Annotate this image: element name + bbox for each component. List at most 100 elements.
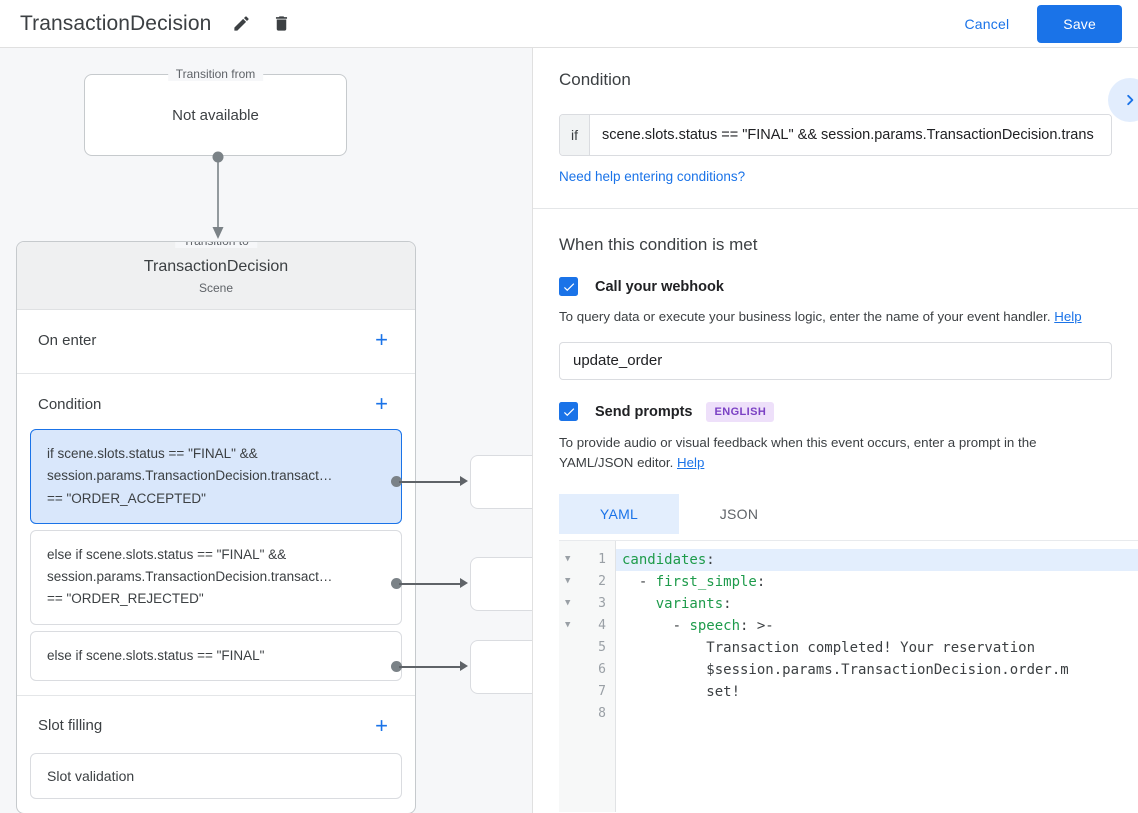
- page-title: TransactionDecision: [20, 11, 212, 35]
- target-stub-1[interactable]: [470, 557, 532, 611]
- editor-code-area[interactable]: candidates: - first_simple: variants: - …: [616, 541, 1138, 812]
- fold-toggle-icon[interactable]: ▼: [565, 598, 571, 609]
- add-condition-button[interactable]: +: [375, 391, 388, 416]
- prompts-helper-prefix: To provide audio or visual feedback when…: [559, 434, 1037, 471]
- condition-edge-2: [399, 666, 462, 668]
- editor-line-number: 1: [598, 552, 606, 568]
- trash-icon: [275, 16, 287, 31]
- editor-code-line[interactable]: [616, 703, 1138, 725]
- webhook-help-link[interactable]: Help: [1054, 309, 1082, 324]
- editor-format-tabs: YAML JSON: [559, 493, 1112, 534]
- slot-validation-item[interactable]: Slot validation: [30, 752, 402, 799]
- chevron-right-icon: [1127, 94, 1134, 106]
- editor-code-line[interactable]: set!: [616, 681, 1138, 703]
- editor-code-line[interactable]: - first_simple:: [616, 571, 1138, 593]
- expand-panel-button[interactable]: [1108, 78, 1138, 122]
- target-stub-0[interactable]: [470, 455, 532, 509]
- scene-graph-canvas[interactable]: Transition from Not available Transition…: [0, 48, 532, 813]
- top-app-bar: TransactionDecision Cancel Save: [0, 0, 1138, 48]
- webhook-helper-text: To query data or execute your business l…: [559, 307, 1112, 328]
- checkmark-icon: [563, 282, 574, 291]
- editor-code-line[interactable]: variants:: [616, 593, 1138, 615]
- condition-edge-0: [399, 481, 462, 483]
- section-condition: Condition + if scene.slots.status == "FI…: [17, 374, 415, 696]
- code-yaml-rest: :: [756, 573, 766, 590]
- call-webhook-label: Call your webhook: [595, 278, 724, 295]
- editor-code-line[interactable]: candidates:: [616, 548, 1138, 571]
- tab-yaml[interactable]: YAML: [559, 493, 679, 534]
- code-indent: -: [622, 573, 656, 590]
- add-slot-filling-button[interactable]: +: [375, 712, 388, 738]
- editor-gutter-row: 6: [559, 659, 615, 681]
- call-webhook-checkbox[interactable]: [559, 277, 578, 296]
- editor-code-line[interactable]: Transaction completed! Your reservation: [616, 637, 1138, 659]
- code-yaml-key: speech: [689, 617, 741, 634]
- section-title-slot-filling: Slot filling: [38, 717, 103, 735]
- fold-toggle-icon[interactable]: ▼: [565, 554, 571, 565]
- condition-edge-head-0: [460, 476, 468, 486]
- fold-toggle-icon[interactable]: ▼: [565, 620, 571, 631]
- call-webhook-row[interactable]: Call your webhook: [559, 277, 1112, 296]
- section-title-condition: Condition: [38, 395, 102, 413]
- editor-line-number: 6: [598, 662, 606, 678]
- code-yaml-key: variants: [655, 595, 724, 612]
- condition-node-dot-1: [391, 578, 402, 589]
- need-help-conditions-link[interactable]: Need help entering conditions?: [559, 169, 746, 184]
- section-slot-filling: Slot filling + Slot validation: [17, 696, 415, 813]
- editor-line-number: 7: [598, 684, 606, 700]
- panel-divider: [533, 208, 1138, 209]
- condition-input-group[interactable]: if: [559, 114, 1112, 156]
- tab-json[interactable]: JSON: [719, 505, 759, 522]
- editor-line-number: 4: [598, 618, 606, 634]
- section-title-on-enter: On enter: [38, 331, 97, 349]
- condition-edge-1: [399, 583, 462, 585]
- code-yaml-key: first_simple: [655, 573, 757, 590]
- add-on-enter-button[interactable]: +: [375, 327, 388, 352]
- transition-from-box: Transition from Not available: [84, 67, 347, 156]
- section-on-enter: On enter +: [17, 310, 415, 374]
- condition-item-1[interactable]: else if scene.slots.status == "FINAL" &&…: [30, 529, 402, 625]
- when-condition-met-title: When this condition is met: [559, 235, 758, 254]
- scene-card: Transition to TransactionDecision Scene …: [16, 241, 416, 813]
- send-prompts-checkbox[interactable]: [559, 402, 578, 422]
- prompts-help-link[interactable]: Help: [677, 455, 705, 471]
- condition-input[interactable]: [590, 115, 1111, 155]
- webhook-helper-prefix: To query data or execute your business l…: [559, 309, 1055, 324]
- condition-item-0[interactable]: if scene.slots.status == "FINAL" && sess…: [30, 429, 402, 524]
- editor-line-number: 3: [598, 596, 606, 612]
- condition-item-2[interactable]: else if scene.slots.status == "FINAL": [30, 630, 402, 681]
- checkmark-icon: [563, 407, 574, 416]
- panel-title: Condition: [559, 70, 631, 89]
- editor-gutter-row: 8: [559, 703, 615, 725]
- condition-if-prefix: if: [560, 115, 590, 155]
- code-yaml-rest: : >-: [740, 617, 774, 634]
- code-yaml-text: set!: [622, 683, 741, 700]
- send-prompts-row[interactable]: Send prompts ENGLISH: [559, 401, 1112, 422]
- language-badge: ENGLISH: [706, 401, 775, 422]
- condition-detail-panel: Condition if Need help entering conditio…: [532, 48, 1138, 813]
- code-indent: -: [622, 617, 690, 634]
- delete-button[interactable]: [265, 8, 297, 40]
- event-handler-input[interactable]: [559, 341, 1112, 380]
- scene-card-header[interactable]: TransactionDecision Scene: [17, 242, 415, 310]
- pencil-icon: [234, 16, 249, 31]
- topbar-actions: Cancel Save: [951, 4, 1138, 43]
- editor-line-number: 5: [598, 640, 606, 656]
- editor-code-line[interactable]: - speech: >-: [616, 615, 1138, 637]
- condition-edge-head-2: [460, 661, 468, 671]
- fold-toggle-icon[interactable]: ▼: [565, 576, 571, 587]
- transition-from-legend: Transition from: [167, 67, 264, 81]
- edit-name-button[interactable]: [225, 8, 257, 40]
- save-button[interactable]: Save: [1037, 4, 1122, 43]
- target-stub-2[interactable]: [470, 640, 532, 694]
- code-yaml-rest: :: [723, 595, 732, 612]
- editor-code-line[interactable]: $session.params.TransactionDecision.orde…: [616, 659, 1138, 681]
- cancel-button[interactable]: Cancel: [951, 6, 1024, 42]
- condition-section: Condition if Need help entering conditio…: [533, 48, 1138, 186]
- editor-gutter-row: ▼2: [559, 571, 615, 593]
- editor-line-number: 2: [598, 574, 606, 590]
- code-yaml-text: Transaction completed! Your reservation: [622, 639, 1036, 656]
- send-prompts-label: Send prompts: [595, 403, 693, 420]
